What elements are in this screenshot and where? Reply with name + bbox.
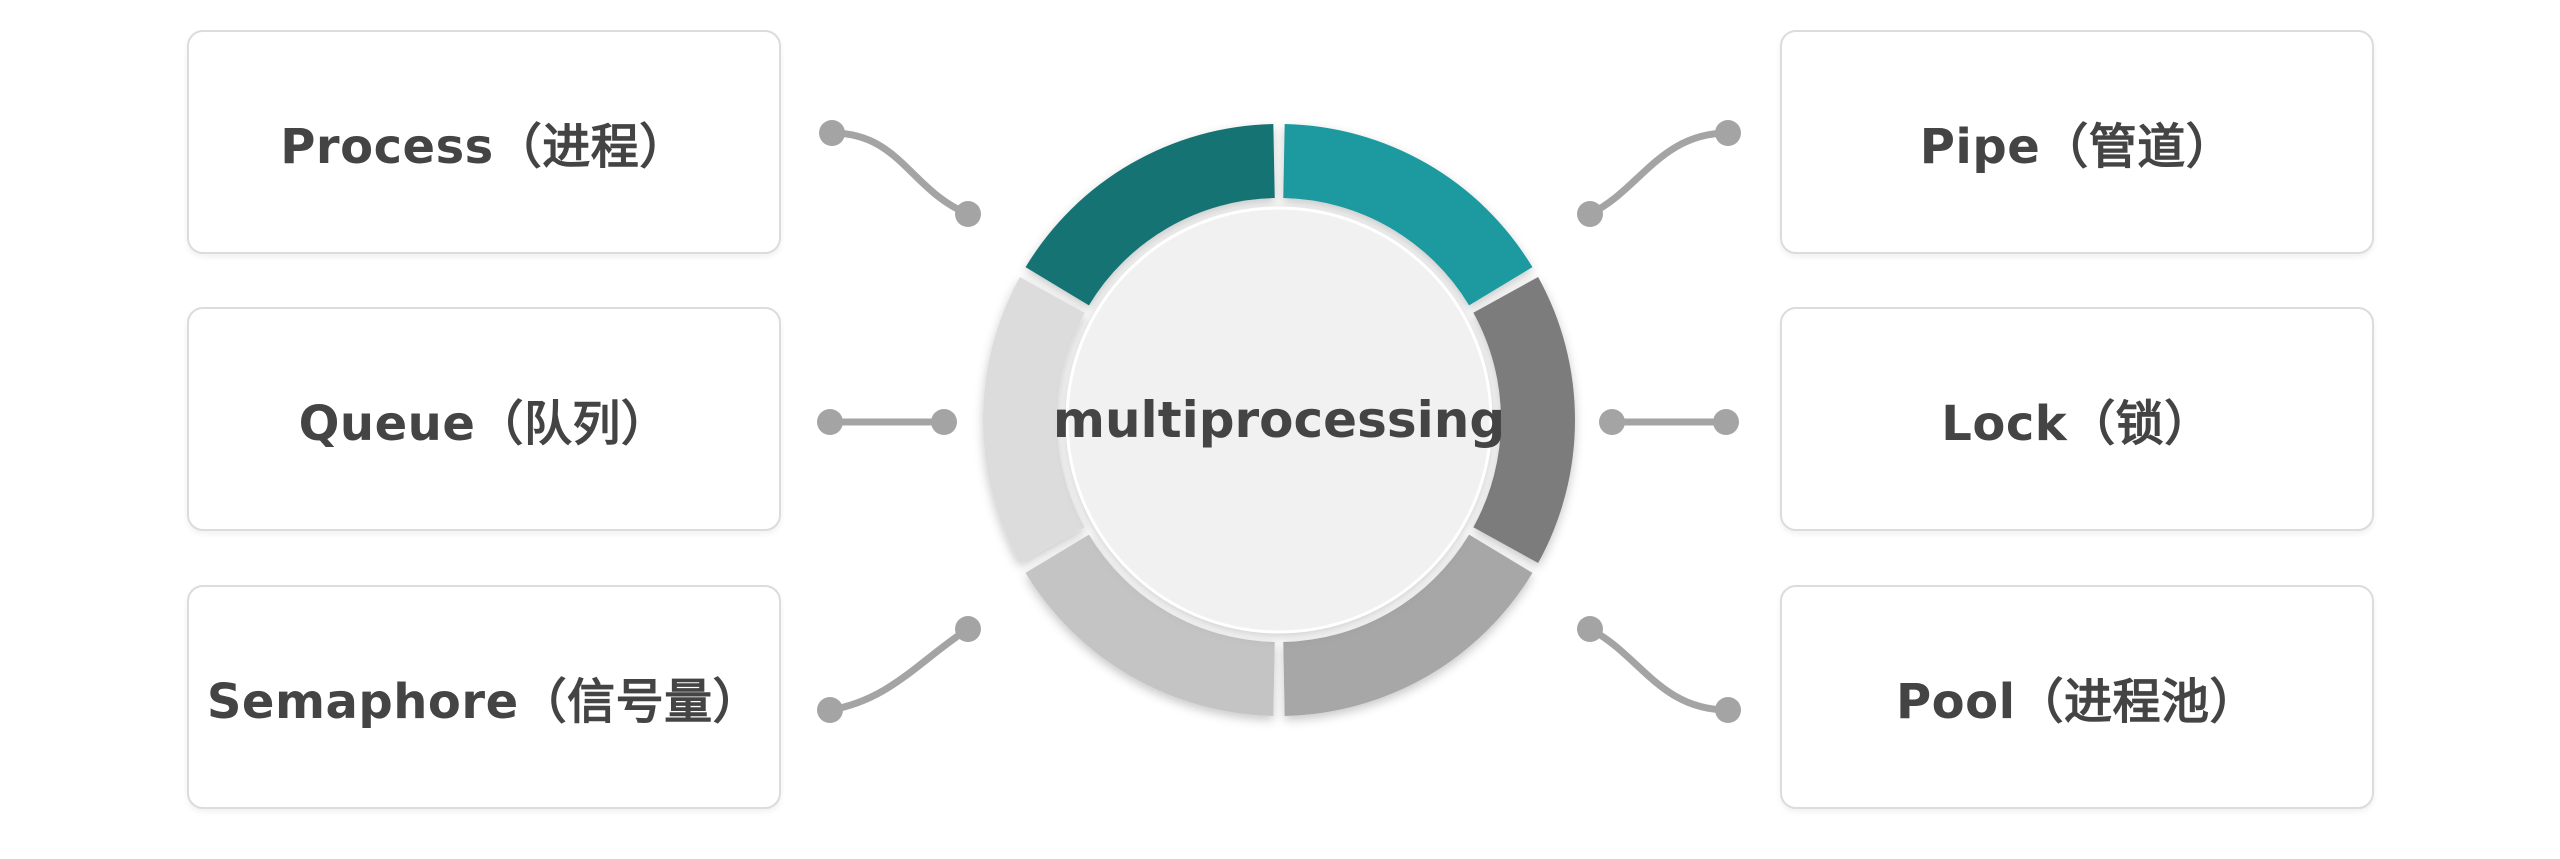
- ring-segment-top-right: [1283, 124, 1533, 306]
- ring-segment-right: [1473, 276, 1575, 564]
- ring-segment-left: [983, 276, 1085, 564]
- pipe-box: Pipe（管道）: [1780, 30, 2374, 254]
- process-box: Process（进程）: [187, 30, 781, 254]
- connector-pool: [1577, 616, 1741, 723]
- lock-label: Lock（锁）: [1941, 396, 2213, 452]
- pool-label: Pool（进程池）: [1895, 674, 2259, 730]
- lock-box: Lock（锁）: [1780, 307, 2374, 531]
- semaphore-box: Semaphore（信号量）: [187, 585, 781, 809]
- connector-lock: [1599, 409, 1739, 435]
- semaphore-label: Semaphore（信号量）: [206, 674, 762, 730]
- connector-pipe: [1577, 120, 1741, 227]
- center-label: multiprocessing: [1053, 391, 1505, 449]
- center-circle-rim: [1065, 206, 1493, 634]
- ring-segment-bottom-left: [1025, 534, 1275, 716]
- connector-queue: [817, 409, 957, 435]
- process-label: Process（进程）: [280, 119, 688, 175]
- queue-label: Queue（队列）: [298, 396, 670, 452]
- ring-segment-top-left: [1025, 124, 1275, 306]
- pool-box: Pool（进程池）: [1780, 585, 2374, 809]
- queue-box: Queue（队列）: [187, 307, 781, 531]
- center-circle: [1067, 208, 1491, 632]
- ring-segment-bottom-right: [1283, 534, 1533, 716]
- connector-process: [819, 120, 981, 227]
- connector-semaphore: [817, 616, 981, 723]
- pipe-label: Pipe（管道）: [1919, 119, 2235, 175]
